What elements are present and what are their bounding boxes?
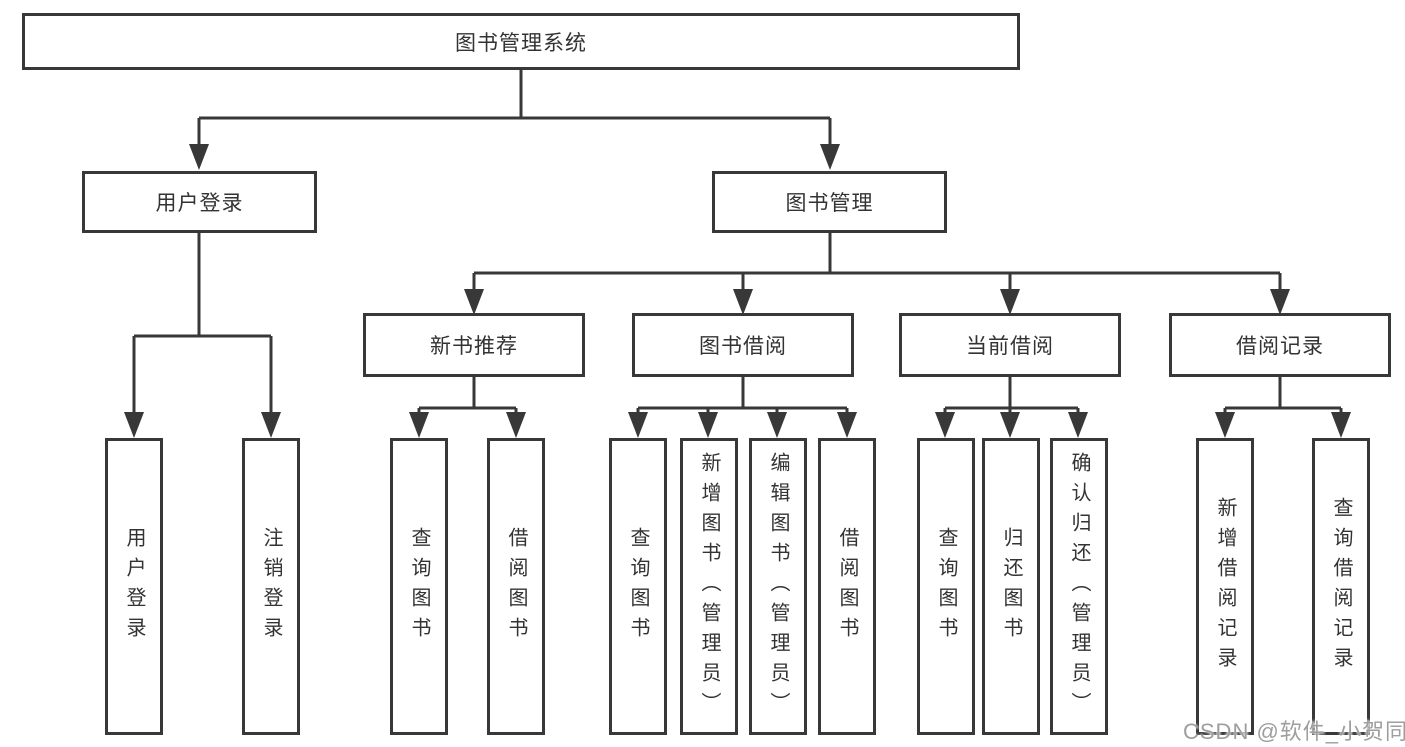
leaf-add-borrow-record: 新增借阅记录 [1196,438,1254,735]
arrow-down-icon [124,412,144,438]
arrow-down-icon [733,289,753,315]
arrow-down-icon [1000,289,1020,315]
leaf-return-book: 归还图书 [982,438,1040,735]
arrow-down-icon [189,144,209,170]
node-borrow-records: 借阅记录 [1169,313,1391,377]
node-label: 用户登录 [155,192,244,215]
node-label: 借阅图书 [505,526,527,647]
arrow-down-icon [698,412,718,438]
arrow-down-icon [1000,412,1020,438]
node-label: 注销登录 [260,526,282,647]
arrow-down-icon [261,412,281,438]
node-label: 查询图书 [627,526,649,647]
leaf-confirm-return-admin: 确认归还（管理员） [1050,438,1108,735]
node-label: 查询图书 [935,526,957,647]
node-label: 新书推荐 [430,335,518,358]
arrow-down-icon [767,412,787,438]
node-user-login: 用户登录 [82,171,317,233]
node-label: 图书管理 [785,192,874,215]
node-label: 查询图书 [408,526,430,647]
arrow-down-icon [1215,412,1235,438]
connector-paths [132,70,1343,416]
arrow-down-icon [837,412,857,438]
arrow-down-icon [464,289,484,315]
node-book-management: 图书管理 [712,171,947,233]
leaf-query-borrow-record: 查询借阅记录 [1312,438,1370,735]
connector-mgmt-to-level3 [472,233,1282,293]
node-label: 编辑图书（管理员） [767,451,789,722]
arrow-down-icon [1331,412,1351,438]
node-label: 借阅图书 [836,526,858,647]
arrow-down-icon [820,144,840,170]
node-new-book-recommend: 新书推荐 [363,313,585,377]
node-label: 新增借阅记录 [1214,496,1236,677]
arrow-down-icon [628,412,648,438]
leaf-borrow-books-borrow: 借阅图书 [818,438,876,735]
connector-current-to-leaves [943,377,1080,416]
node-label: 当前借阅 [966,335,1054,358]
node-label: 借阅记录 [1236,335,1324,358]
watermark-csdn: CSDN @软件_小贺同学 [1183,719,1405,744]
leaf-query-books-current: 查询图书 [917,438,975,735]
arrow-down-icon [409,412,429,438]
node-system-root: 图书管理系统 [22,13,1020,70]
leaf-user-login: 用户登录 [105,438,163,735]
arrow-down-icon [1068,412,1088,438]
leaf-logout: 注销登录 [242,438,300,735]
leaf-query-books-newbook: 查询图书 [390,438,448,735]
node-book-borrow: 图书借阅 [632,313,854,377]
node-label: 确认归还（管理员） [1068,451,1090,722]
connector-newbook-to-leaves [417,377,518,416]
leaf-borrow-books-newbook: 借阅图书 [487,438,545,735]
node-label: 图书借阅 [699,335,787,358]
node-label: 归还图书 [1000,526,1022,647]
leaf-edit-book-admin: 编辑图书（管理员） [749,438,807,735]
connector-records-to-leaves [1223,377,1343,416]
leaf-add-book-admin: 新增图书（管理员） [680,438,738,735]
arrow-down-icon [935,412,955,438]
connector-root-to-level2 [197,70,832,148]
leaf-query-books-borrow: 查询图书 [609,438,667,735]
arrow-down-icon [1270,289,1290,315]
node-label: 图书管理系统 [455,31,587,55]
node-label: 新增图书（管理员） [698,451,720,722]
node-label: 查询借阅记录 [1330,496,1352,677]
arrowhead-icons [124,144,1351,438]
node-label: 用户登录 [123,526,145,647]
connector-login-to-leaves [132,233,273,416]
arrow-down-icon [506,412,526,438]
connector-borrow-to-leaves [636,377,849,416]
node-current-borrow: 当前借阅 [899,313,1121,377]
